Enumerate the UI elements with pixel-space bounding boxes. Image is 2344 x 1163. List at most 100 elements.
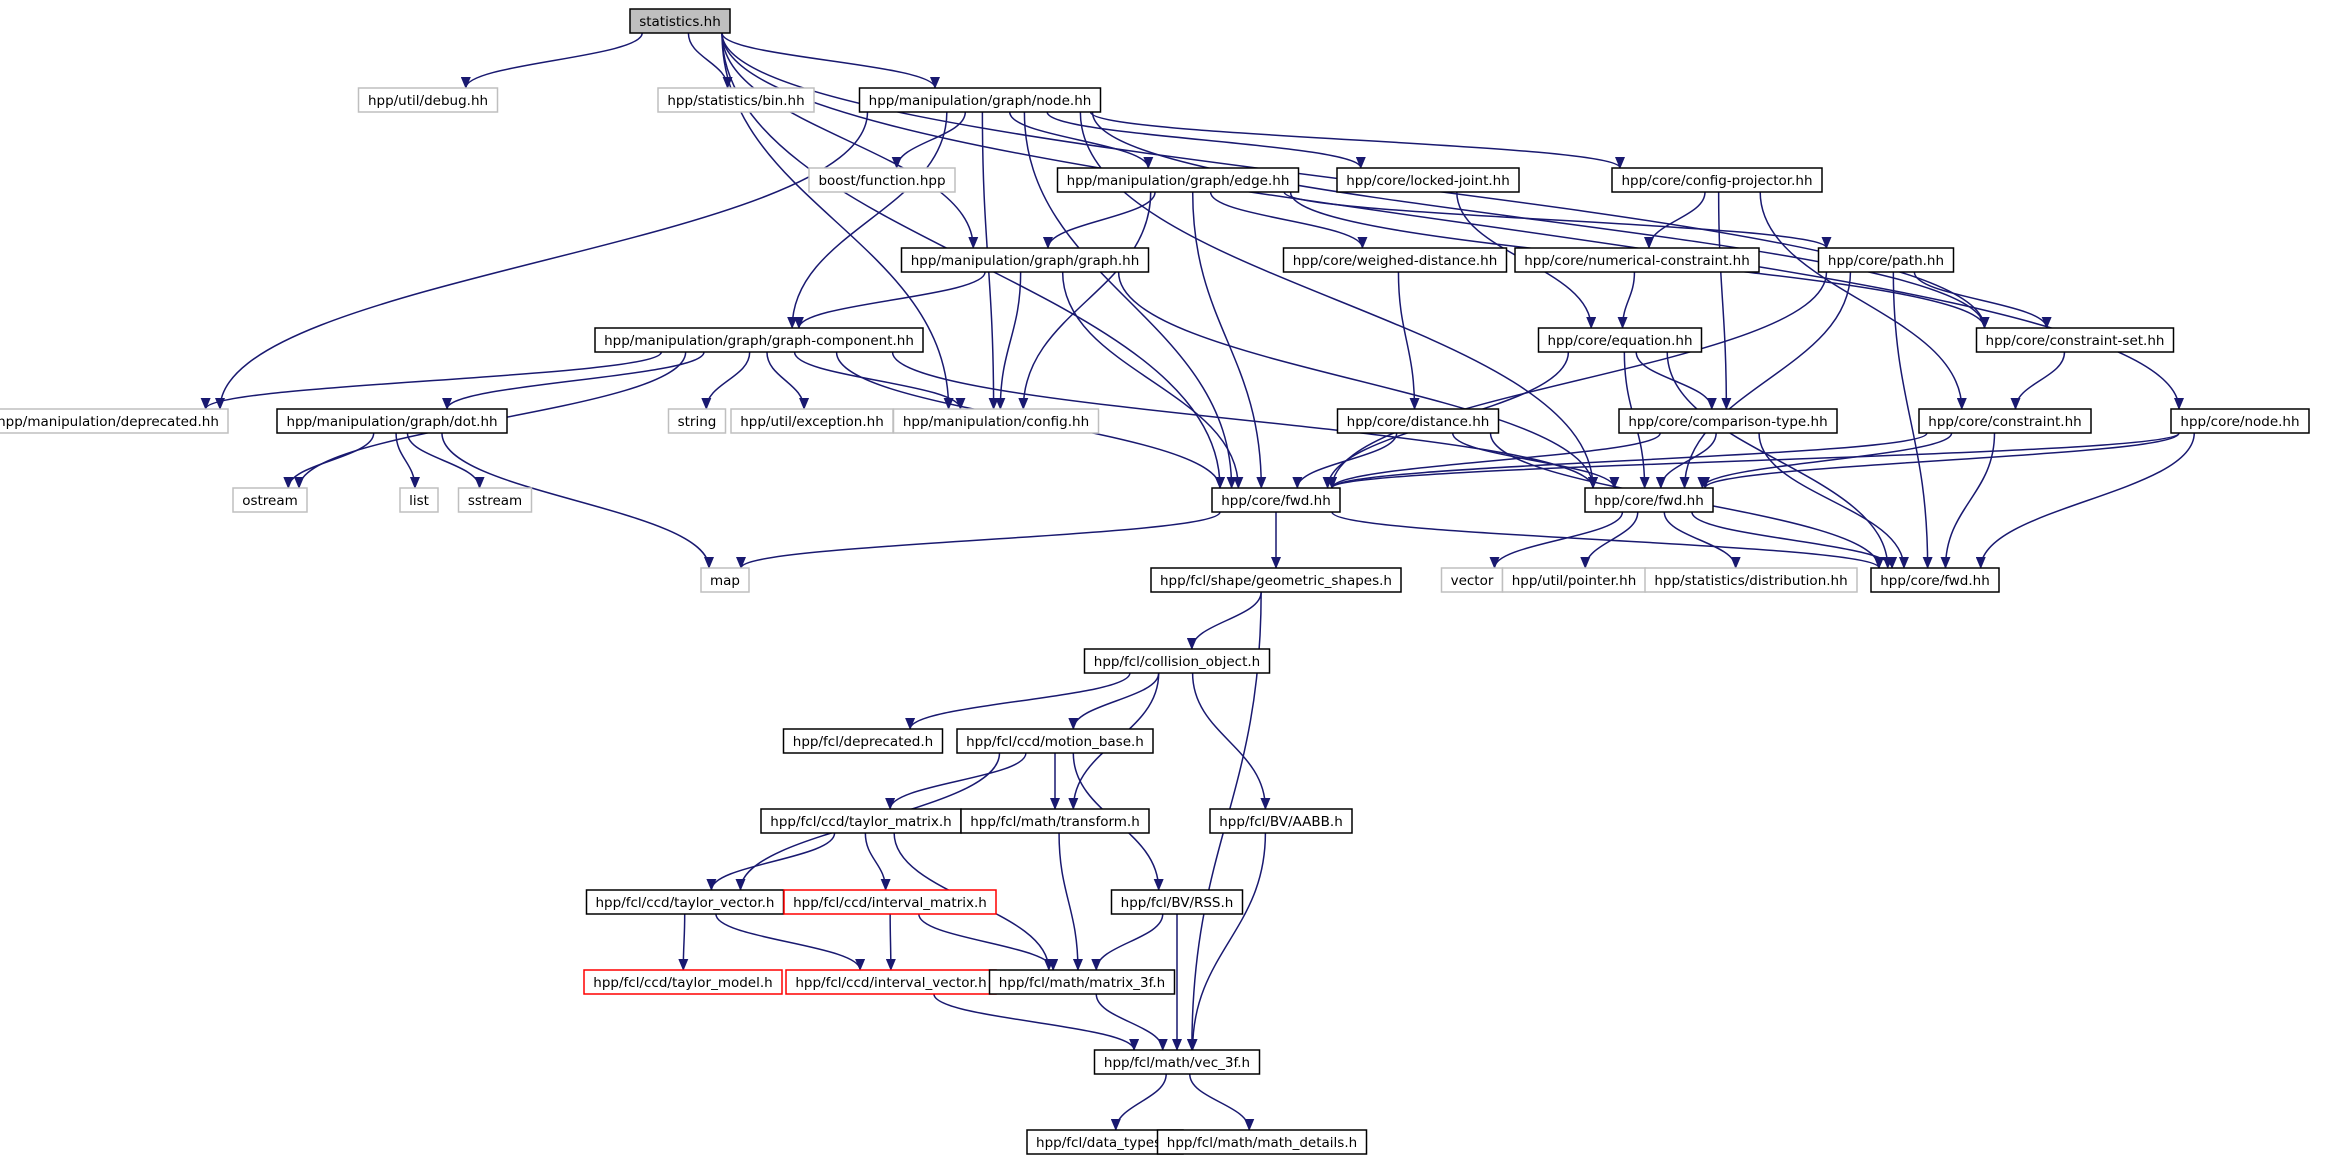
node-label: hpp/fcl/collision_object.h	[1094, 654, 1260, 670]
node-weighed-distance[interactable]: hpp/core/weighed-distance.hh	[1282, 247, 1508, 273]
node-box	[858, 87, 1102, 113]
node-locked-joint[interactable]: hpp/core/locked-joint.hh	[1336, 167, 1520, 193]
node-core-distance[interactable]: hpp/core/distance.hh	[1336, 408, 1500, 434]
node-stat-bin[interactable]: hpp/statistics/bin.hh	[657, 87, 815, 113]
edge-graph-node-to-locked-joint	[1046, 111, 1366, 169]
edge-core-fwd-b-to-util-pointer	[1580, 511, 1639, 569]
node-label: hpp/manipulation/graph/graph.hh	[911, 253, 1140, 269]
node-box	[1209, 808, 1353, 834]
node-core-fwd-b[interactable]: hpp/core/fwd.hh	[1584, 487, 1714, 513]
node-box	[960, 808, 1150, 834]
node-box	[1870, 567, 2000, 593]
node-vector[interactable]: vector	[1440, 567, 1504, 593]
node-box	[1336, 167, 1520, 193]
node-graph-graph[interactable]: hpp/manipulation/graph/graph.hh	[900, 247, 1150, 273]
node-interval-vector[interactable]: hpp/fcl/ccd/interval_vector.h	[785, 969, 997, 995]
edge-statistics-hh-to-graph-node	[721, 32, 940, 89]
node-label: hpp/fcl/BV/AABB.h	[1219, 814, 1343, 830]
node-box	[1282, 247, 1508, 273]
edge-core-distance-to-core-fwd-b	[1451, 432, 1620, 489]
node-box	[583, 969, 783, 995]
node-map[interactable]: map	[700, 567, 750, 593]
node-label: hpp/statistics/bin.hh	[667, 93, 804, 109]
node-label: hpp/manipulation/deprecated.hh	[0, 414, 219, 430]
edge-statistics-hh-to-stat-bin	[687, 32, 733, 89]
node-geometric-shapes[interactable]: hpp/fcl/shape/geometric_shapes.h	[1150, 567, 1402, 593]
node-graph-edge[interactable]: hpp/manipulation/graph/edge.hh	[1056, 167, 1300, 193]
node-box	[785, 969, 997, 995]
edge-math-transform-to-matrix-3f	[1058, 832, 1083, 971]
node-box	[1150, 567, 1402, 593]
node-label: hpp/core/numerical-constraint.hh	[1524, 253, 1750, 269]
node-bv-rss[interactable]: hpp/fcl/BV/RSS.h	[1110, 889, 1244, 915]
node-label: hpp/core/constraint.hh	[1928, 414, 2081, 430]
edge-graph-component-to-manip-config	[793, 351, 966, 410]
node-motion-base[interactable]: hpp/fcl/ccd/motion_base.h	[956, 728, 1154, 754]
node-statistics-hh[interactable]: statistics.hh	[629, 8, 731, 34]
node-comparison-type[interactable]: hpp/core/comparison-type.hh	[1618, 408, 1838, 434]
node-core-node[interactable]: hpp/core/node.hh	[2170, 408, 2310, 434]
edge-graph-component-to-graph-dot	[442, 351, 705, 410]
edge-graph-dot-to-list	[395, 432, 420, 489]
edge-graph-component-to-manip-deprecated	[200, 351, 663, 410]
node-constraint-set[interactable]: hpp/core/constraint-set.hh	[1975, 327, 2175, 353]
node-label: hpp/core/config-projector.hh	[1621, 173, 1812, 189]
node-interval-matrix[interactable]: hpp/fcl/ccd/interval_matrix.h	[783, 889, 997, 915]
edge-graph-node-to-boost-function	[891, 111, 967, 169]
edge-taylor-vector-to-interval-vector	[715, 913, 866, 971]
node-manip-deprecated[interactable]: hpp/manipulation/deprecated.hh	[0, 408, 229, 434]
node-util-debug[interactable]: hpp/util/debug.hh	[357, 87, 499, 113]
edge-core-path-to-core-fwd-b	[1679, 271, 1852, 489]
node-util-pointer[interactable]: hpp/util/pointer.hh	[1501, 567, 1647, 593]
node-box	[1156, 1129, 1368, 1155]
node-label: hpp/manipulation/graph/edge.hh	[1067, 173, 1290, 189]
node-taylor-vector[interactable]: hpp/fcl/ccd/taylor_vector.h	[585, 889, 785, 915]
node-math-transform[interactable]: hpp/fcl/math/transform.h	[960, 808, 1150, 834]
node-manip-config[interactable]: hpp/manipulation/config.hh	[892, 408, 1100, 434]
node-list[interactable]: list	[399, 487, 439, 513]
edge-config-projector-to-core-constraint	[1759, 191, 1967, 410]
node-box	[760, 808, 962, 834]
node-core-constraint[interactable]: hpp/core/constraint.hh	[1918, 408, 2092, 434]
node-label: list	[409, 493, 429, 509]
node-label: hpp/statistics/distribution.hh	[1654, 573, 1847, 589]
node-graph-node[interactable]: hpp/manipulation/graph/node.hh	[858, 87, 1102, 113]
node-graph-dot[interactable]: hpp/manipulation/graph/dot.hh	[276, 408, 508, 434]
node-string[interactable]: string	[667, 408, 727, 434]
edge-geometric-shapes-to-collision-object	[1186, 591, 1262, 650]
node-config-projector[interactable]: hpp/core/config-projector.hh	[1611, 167, 1823, 193]
node-box	[657, 87, 815, 113]
edge-core-node-to-core-fwd-b	[1700, 432, 2180, 489]
edge-statistics-hh-to-graph-graph	[721, 32, 979, 249]
node-box	[667, 408, 727, 434]
node-util-exception[interactable]: hpp/util/exception.hh	[730, 408, 894, 434]
node-box	[2170, 408, 2310, 434]
node-core-equation[interactable]: hpp/core/equation.hh	[1537, 327, 1703, 353]
edge-matrix-3f-to-vec-3f	[1095, 993, 1168, 1051]
node-label: hpp/fcl/ccd/taylor_vector.h	[596, 895, 775, 911]
edge-graph-node-to-graph-component	[787, 111, 948, 329]
node-core-fwd-a[interactable]: hpp/core/fwd.hh	[1211, 487, 1341, 513]
node-collision-object[interactable]: hpp/fcl/collision_object.h	[1083, 648, 1271, 674]
edge-config-projector-to-numerical-constraint	[1644, 191, 1706, 249]
node-taylor-matrix[interactable]: hpp/fcl/ccd/taylor_matrix.h	[760, 808, 962, 834]
node-math-details[interactable]: hpp/fcl/math/math_details.h	[1156, 1129, 1368, 1155]
node-vec-3f[interactable]: hpp/fcl/math/vec_3f.h	[1093, 1049, 1261, 1075]
node-label: hpp/fcl/math/vec_3f.h	[1104, 1055, 1250, 1071]
node-fcl-deprecated[interactable]: hpp/fcl/deprecated.h	[782, 728, 944, 754]
edge-interval-matrix-to-interval-vector	[885, 913, 896, 971]
node-bv-aabb[interactable]: hpp/fcl/BV/AABB.h	[1209, 808, 1353, 834]
node-label: hpp/fcl/math/matrix_3f.h	[999, 975, 1166, 991]
node-box	[782, 728, 944, 754]
node-core-path[interactable]: hpp/core/path.hh	[1817, 247, 1955, 273]
node-sstream[interactable]: sstream	[457, 487, 533, 513]
node-graph-component[interactable]: hpp/manipulation/graph/graph-component.h…	[594, 327, 924, 353]
node-numerical-constraint[interactable]: hpp/core/numerical-constraint.hh	[1514, 247, 1760, 273]
node-matrix-3f[interactable]: hpp/fcl/math/matrix_3f.h	[988, 969, 1176, 995]
node-core-fwd-c[interactable]: hpp/core/fwd.hh	[1870, 567, 2000, 593]
node-ostream[interactable]: ostream	[232, 487, 308, 513]
node-stat-distribution[interactable]: hpp/statistics/distribution.hh	[1644, 567, 1858, 593]
nodes-layer: statistics.hh hpp/util/debug.hh hpp/statis…	[0, 8, 2310, 1155]
node-boost-function[interactable]: boost/function.hpp	[808, 167, 956, 193]
node-taylor-model[interactable]: hpp/fcl/ccd/taylor_model.h	[583, 969, 783, 995]
